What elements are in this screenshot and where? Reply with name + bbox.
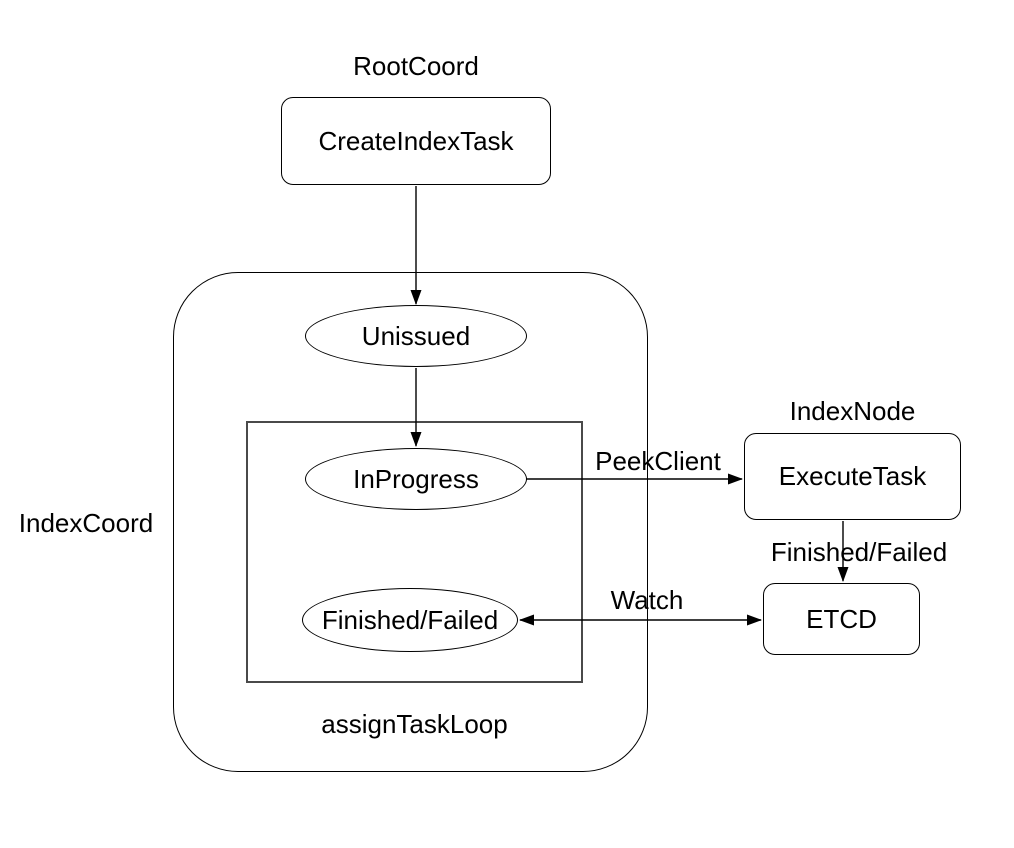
root-coord-label: RootCoord xyxy=(353,51,479,81)
in-progress-state-node: InProgress xyxy=(305,448,527,510)
create-index-task-node-label: CreateIndexTask xyxy=(318,125,514,156)
finished-failed-state-node-label: Finished/Failed xyxy=(321,604,499,635)
index-coord-label: IndexCoord xyxy=(18,508,154,538)
execute-task-node: ExecuteTask xyxy=(744,433,961,520)
unissued-state-node: Unissued xyxy=(305,305,527,367)
index-coord-group-box xyxy=(173,272,648,772)
etcd-node: ETCD xyxy=(763,583,920,655)
unissued-state-node-label: Unissued xyxy=(361,320,471,351)
finished-failed-edge-label: Finished/Failed xyxy=(770,537,948,567)
assign-task-loop-label: assignTaskLoop xyxy=(321,709,508,739)
execute-task-node-label: ExecuteTask xyxy=(778,461,927,491)
finished-failed-state-node: Finished/Failed xyxy=(302,588,518,652)
create-index-task-node: CreateIndexTask xyxy=(281,97,551,185)
etcd-node-label: ETCD xyxy=(806,603,877,634)
watch-edge-label: Watch xyxy=(610,585,684,615)
assign-task-loop-group-box xyxy=(246,421,583,683)
in-progress-state-node-label: InProgress xyxy=(353,463,479,494)
index-node-label: IndexNode xyxy=(789,396,916,426)
peek-client-edge-label: PeekClient xyxy=(595,446,721,476)
